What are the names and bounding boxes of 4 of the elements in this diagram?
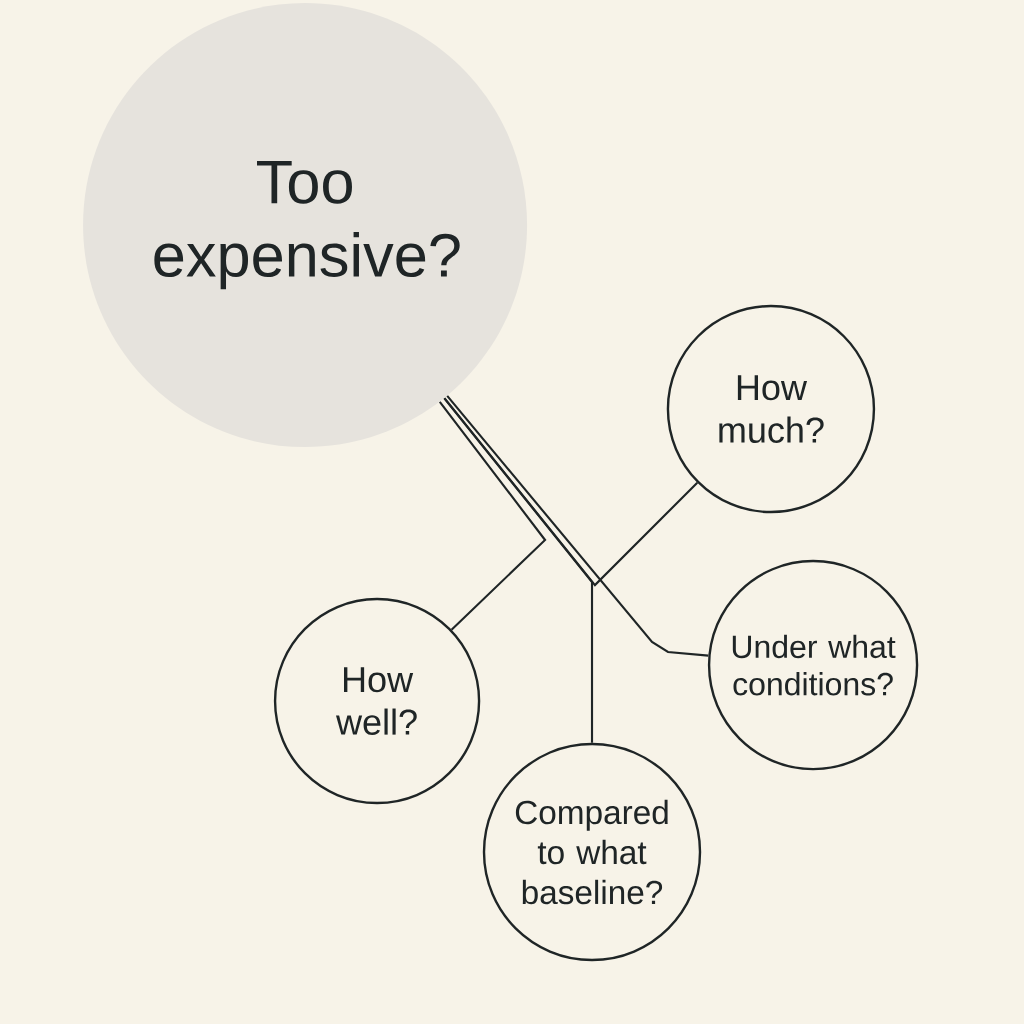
connector-line [446, 395, 709, 657]
connector-line [438, 401, 547, 631]
question-bubble: Too expensive? [83, 3, 528, 448]
connector-line [443, 397, 594, 743]
